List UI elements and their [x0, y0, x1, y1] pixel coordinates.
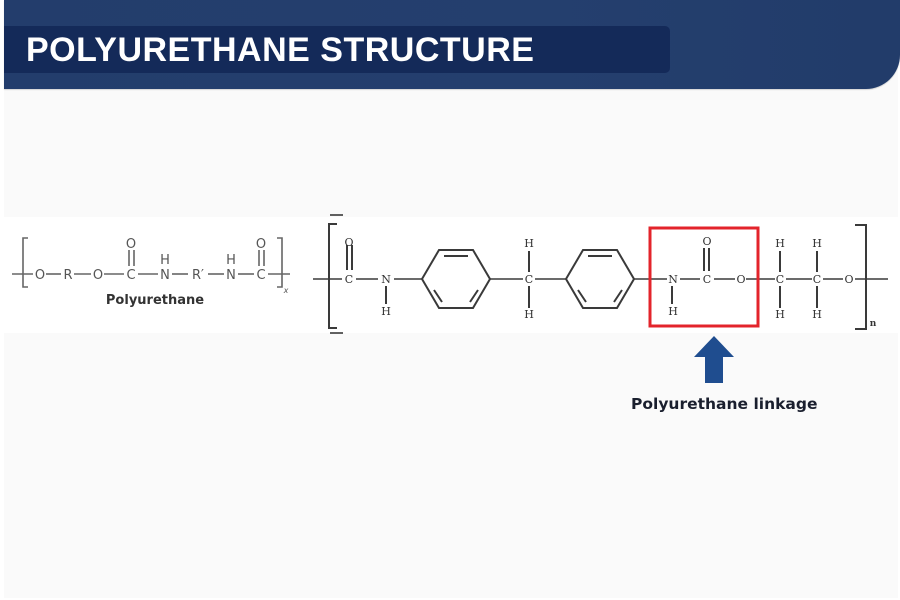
atom-n: N — [226, 268, 236, 283]
atom-n: N — [160, 268, 170, 283]
atom-h: H — [524, 308, 534, 321]
linkage-label: Polyurethane linkage — [631, 395, 818, 413]
atom-o: O — [736, 273, 745, 286]
atom-h: H — [668, 305, 678, 318]
atom-c: C — [256, 268, 265, 283]
atom-c: C — [345, 273, 353, 286]
right-structure — [313, 214, 888, 334]
atom-o: O — [344, 236, 353, 249]
atom-n: N — [668, 273, 678, 286]
atom-c: C — [813, 273, 821, 286]
repeat-subscript-n: n — [870, 319, 877, 329]
atom-h: H — [775, 308, 785, 321]
atom-r-prime: R′ — [192, 268, 204, 283]
atom-h: H — [775, 237, 785, 250]
atom-n: N — [381, 273, 391, 286]
atom-o: O — [93, 268, 103, 283]
atom-o: O — [702, 235, 711, 248]
atom-h: H — [524, 237, 534, 250]
left-structure — [12, 237, 290, 288]
title-box: POLYURETHANE STRUCTURE — [4, 26, 670, 73]
atom-c: C — [703, 273, 711, 286]
atom-h: H — [812, 237, 822, 250]
right-structure-atoms: C O N H C H H N H C O O C H H C H H O n — [344, 235, 876, 329]
left-bracket-close — [277, 237, 283, 288]
atom-o-carbonyl: O — [126, 237, 136, 252]
atom-h: H — [160, 253, 170, 268]
linkage-highlight-box — [648, 226, 760, 328]
atom-o: O — [844, 273, 853, 286]
atom-h: H — [226, 253, 236, 268]
left-structure-atoms: O R O C N R′ N C O O H H x Polyurethane — [35, 237, 289, 308]
left-bracket-open — [22, 237, 28, 288]
right-bracket-open — [328, 223, 337, 329]
up-arrow-icon — [694, 336, 734, 383]
atom-h: H — [381, 305, 391, 318]
diagram-band — [4, 217, 898, 333]
repeat-subscript-x: x — [283, 286, 289, 295]
atom-c: C — [525, 273, 533, 286]
atom-o-carbonyl: O — [256, 237, 266, 252]
header-bar: POLYURETHANE STRUCTURE — [4, 0, 900, 89]
atom-c: C — [126, 268, 135, 283]
atom-c: C — [776, 273, 784, 286]
atom-h: H — [812, 308, 822, 321]
page-title: POLYURETHANE STRUCTURE — [26, 31, 535, 69]
atom-r: R — [63, 268, 72, 283]
right-bracket-close — [855, 224, 867, 330]
left-structure-caption: Polyurethane — [106, 293, 204, 308]
atom-o: O — [35, 268, 45, 283]
